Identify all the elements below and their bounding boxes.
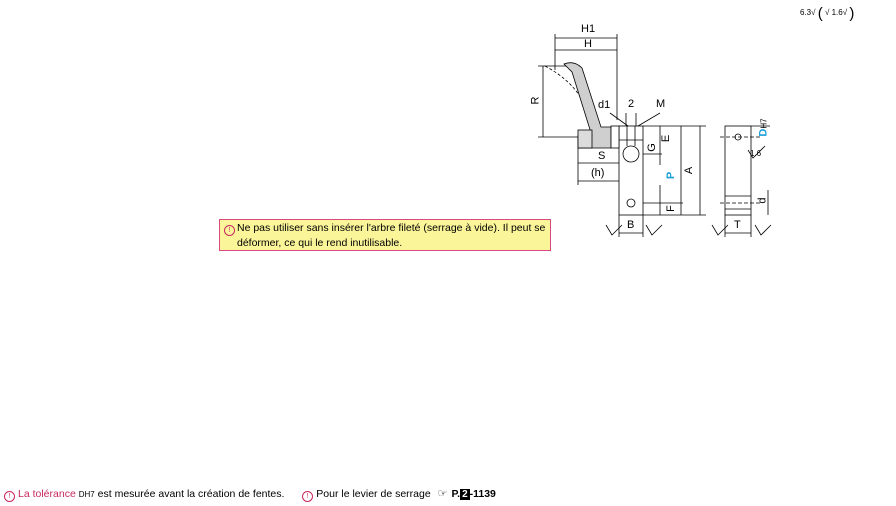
tolerance-code: DH7 xyxy=(78,490,95,499)
label-side-roughness: 1.6 xyxy=(750,149,762,158)
info-icon-2: ! xyxy=(302,491,314,502)
roughness-check-icon: √ xyxy=(811,8,816,17)
footer-notes: !La tolérance DH7 est mesurée avant la c… xyxy=(4,487,496,502)
label-2: 2 xyxy=(628,98,635,110)
label-r: R xyxy=(529,96,542,105)
label-g: G xyxy=(645,143,658,152)
tolerance-prefix: La tolérance xyxy=(18,488,76,500)
tolerance-suffix: est mesurée avant la création de fentes. xyxy=(97,488,285,500)
label-h: H xyxy=(584,38,592,50)
label-e: E xyxy=(660,134,673,143)
label-a: A xyxy=(683,166,696,175)
lever-text: Pour le levier de serrage xyxy=(316,488,431,500)
warning-icon: ! xyxy=(224,225,235,236)
label-h1: H1 xyxy=(581,23,596,35)
label-t: T xyxy=(734,219,741,231)
roughness-check-icon-2: √ xyxy=(842,8,848,17)
notice-line-2: déformer, ce qui le rend inutilisable. xyxy=(237,237,403,249)
page-ref-link[interactable]: P.2-1139 xyxy=(451,488,496,500)
label-p: P xyxy=(665,171,678,180)
pointing-hand-icon: ☞ xyxy=(437,488,448,500)
notice-line-1: Ne pas utiliser sans insérer l'arbre fil… xyxy=(237,222,546,234)
roughness-blank-check-icon: √ xyxy=(824,8,830,17)
roughness-main: 6.3 xyxy=(800,8,812,17)
label-s: S xyxy=(598,150,606,162)
warning-notice: !Ne pas utiliser sans insérer l'arbre fi… xyxy=(219,219,551,251)
label-d: d xyxy=(756,197,769,204)
label-dh7: DH7 xyxy=(757,118,770,137)
roughness-secondary: 1.6 xyxy=(831,8,843,17)
label-m: M xyxy=(656,98,666,110)
surface-roughness-symbols: 6.3√ ( √ 1.6√ ) xyxy=(800,5,855,22)
label-b: B xyxy=(627,219,635,231)
label-h-paren: (h) xyxy=(591,167,605,179)
label-d1: d1 xyxy=(598,99,611,111)
info-icon: ! xyxy=(4,491,15,502)
label-f: F xyxy=(664,205,677,212)
